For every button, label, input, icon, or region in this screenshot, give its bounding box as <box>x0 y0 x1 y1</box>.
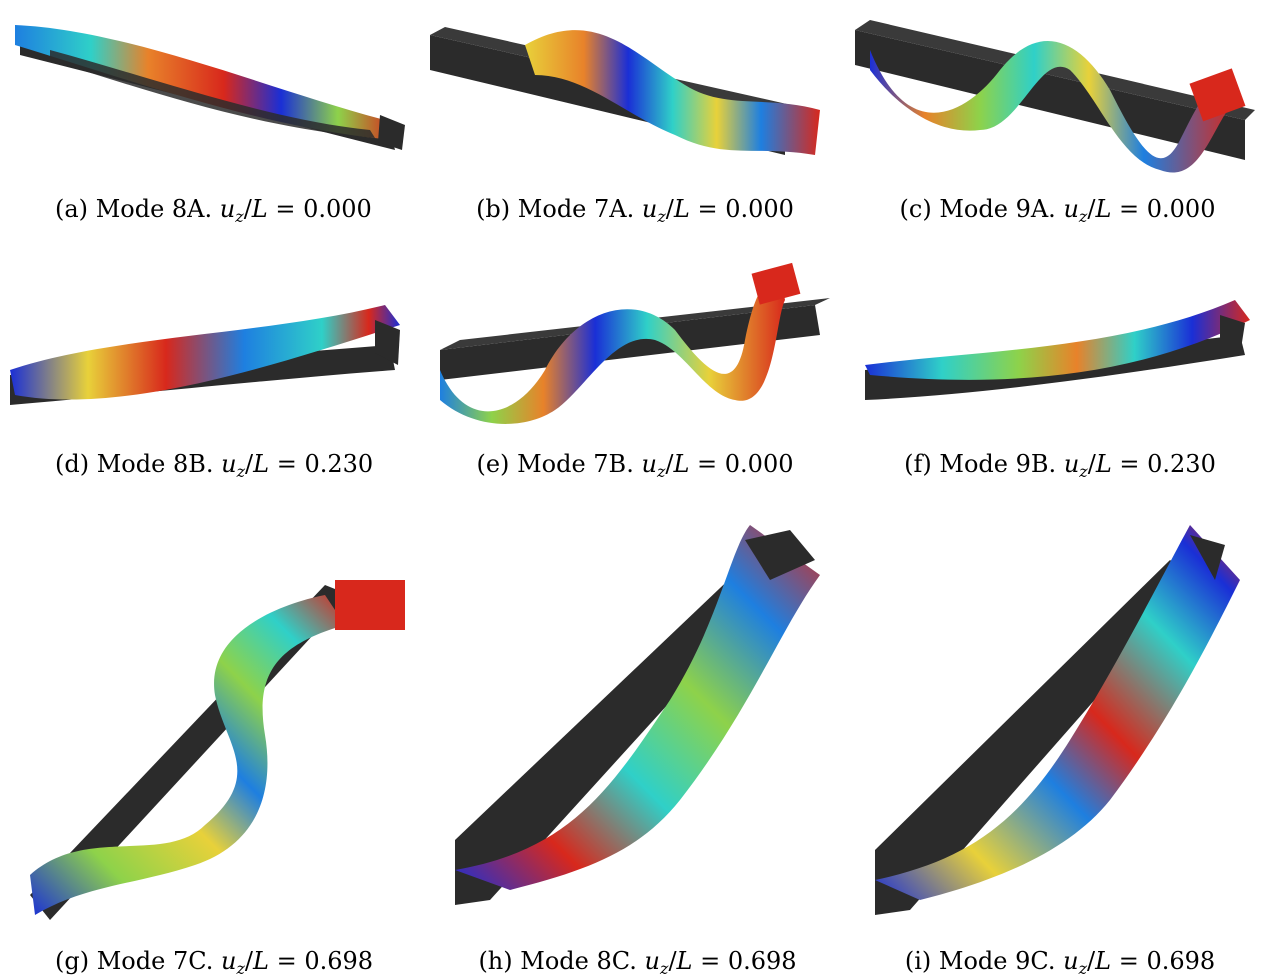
panel-i <box>870 520 1255 920</box>
caption-g: (g) Mode 7C. uz/L = 0.698 <box>55 947 374 978</box>
caption-mode: Mode 8A. <box>95 195 213 223</box>
caption-label: (f) <box>904 450 932 478</box>
caption-value: 0.698 <box>304 947 374 975</box>
caption-label: (g) <box>55 947 90 975</box>
caption-e: (e) Mode 7B. uz/L = 0.000 <box>476 450 794 481</box>
caption-value: 0.230 <box>1147 450 1216 478</box>
caption-i: (i) Mode 9C. uz/L = 0.698 <box>904 947 1216 978</box>
mode-shape-9c <box>875 525 1240 915</box>
caption-mode: Mode 9B. <box>939 450 1057 478</box>
mode-shape-9a <box>855 20 1255 173</box>
panel-g <box>25 565 415 925</box>
mode-shape-8c <box>455 525 820 905</box>
caption-value: 0.698 <box>727 947 797 975</box>
caption-b: (b) Mode 7A. uz/L = 0.000 <box>476 195 794 226</box>
caption-value: 0.698 <box>1146 947 1216 975</box>
panel-e <box>435 260 830 445</box>
caption-label: (c) <box>899 195 932 223</box>
caption-mode: Mode 7A. <box>517 195 635 223</box>
caption-a: (a) Mode 8A. uz/L = 0.000 <box>55 195 372 226</box>
panel-d <box>5 295 410 430</box>
mode-shape-7c <box>30 580 405 920</box>
mode-shape-9b <box>865 300 1250 400</box>
caption-mode: Mode 9C. <box>938 947 1056 975</box>
caption-c: (c) Mode 9A. uz/L = 0.000 <box>899 195 1216 226</box>
panel-a <box>10 10 410 170</box>
caption-mode: Mode 7B. <box>517 450 634 478</box>
caption-label: (b) <box>476 195 511 223</box>
caption-mode: Mode 8C. <box>520 947 637 975</box>
caption-value: 0.230 <box>304 450 374 478</box>
caption-mode: Mode 9A. <box>939 195 1056 223</box>
caption-d: (d) Mode 8B. uz/L = 0.230 <box>55 450 374 481</box>
caption-value: 0.000 <box>303 195 372 223</box>
caption-h: (h) Mode 8C. uz/L = 0.698 <box>478 947 797 978</box>
mode-shape-8b <box>10 305 400 405</box>
caption-value: 0.000 <box>1146 195 1216 223</box>
caption-mode: Mode 8B. <box>96 450 214 478</box>
panel-f <box>860 295 1255 410</box>
mode-shape-7a <box>430 27 820 155</box>
caption-label: (i) <box>904 947 932 975</box>
mode-shape-7b <box>440 262 830 424</box>
caption-mode: Mode 7C. <box>96 947 214 975</box>
caption-label: (e) <box>476 450 510 478</box>
caption-value: 0.000 <box>724 450 794 478</box>
panel-c <box>850 10 1255 185</box>
caption-label: (a) <box>55 195 89 223</box>
panel-b <box>425 15 835 175</box>
caption-label: (h) <box>478 947 513 975</box>
caption-f: (f) Mode 9B. uz/L = 0.230 <box>904 450 1216 481</box>
caption-value: 0.000 <box>725 195 794 223</box>
panel-h <box>450 520 840 920</box>
mode-shape-8a <box>15 25 405 150</box>
caption-label: (d) <box>55 450 90 478</box>
